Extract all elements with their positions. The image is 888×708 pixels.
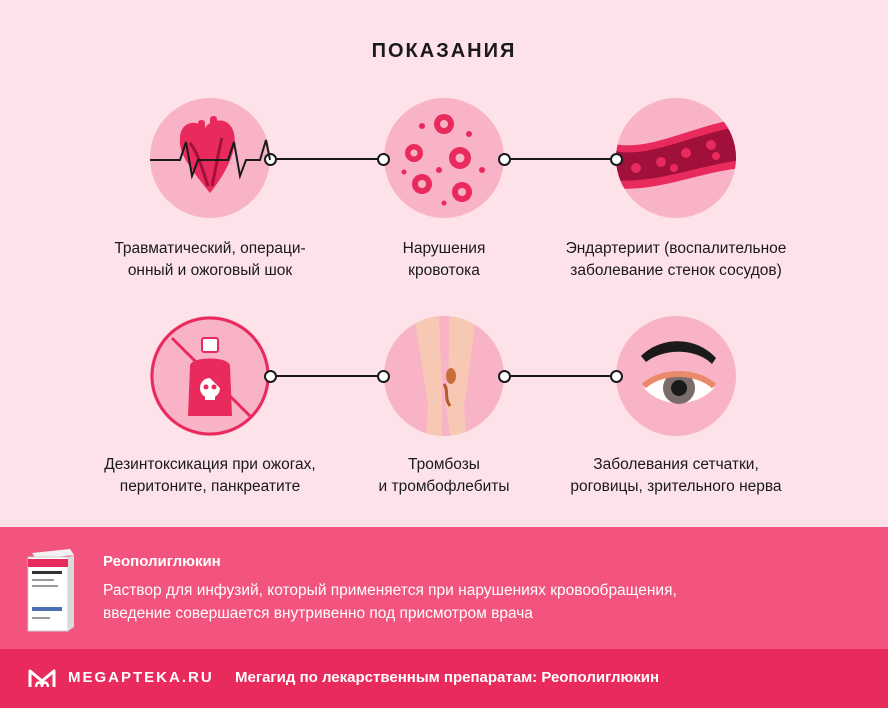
indication-caption: Травматический, операци-онный и ожоговый… — [114, 240, 306, 279]
connector-dot — [610, 153, 623, 166]
connector-dot — [498, 370, 511, 383]
connector-dot — [377, 153, 390, 166]
connector-line — [270, 375, 384, 377]
product-info-band: Реополиглюкин Раствор для инфузий, котор… — [0, 527, 888, 649]
megapteka-logo-icon[interactable] — [28, 667, 56, 689]
heartbeat-line — [150, 139, 271, 180]
connector-dot — [377, 370, 390, 383]
indication-caption: Заболевания сетчатки,роговицы, зрительно… — [570, 456, 782, 495]
blood-vessel-icon — [616, 98, 736, 218]
connector-line — [270, 158, 384, 160]
product-name: Реополиглюкин — [103, 553, 221, 570]
connector-dot — [610, 370, 623, 383]
legs-thrombosis-icon — [384, 316, 504, 436]
product-description: Раствор для инфузий, который применяется… — [103, 582, 677, 622]
footer-caption: Мегагид по лекарственным препаратам: Рео… — [235, 669, 660, 686]
connector-dot — [264, 370, 277, 383]
connector-line — [504, 375, 618, 377]
connector-dot — [498, 153, 511, 166]
medicine-box-image — [26, 547, 76, 633]
heart-icon — [150, 98, 270, 218]
footer: MEGAPTEKA.RU Мегагид по лекарственным пр… — [0, 649, 888, 708]
blood-cells-icon — [384, 98, 504, 218]
no-poison-icon — [150, 316, 270, 436]
indication-caption: Дезинтоксикация при ожогах,перитоните, п… — [104, 456, 316, 495]
connector-line — [504, 158, 618, 160]
page-title: ПОКАЗАНИЯ — [371, 40, 517, 62]
megapteka-logo-text[interactable]: MEGAPTEKA.RU — [68, 669, 214, 686]
eye-icon — [616, 316, 736, 436]
